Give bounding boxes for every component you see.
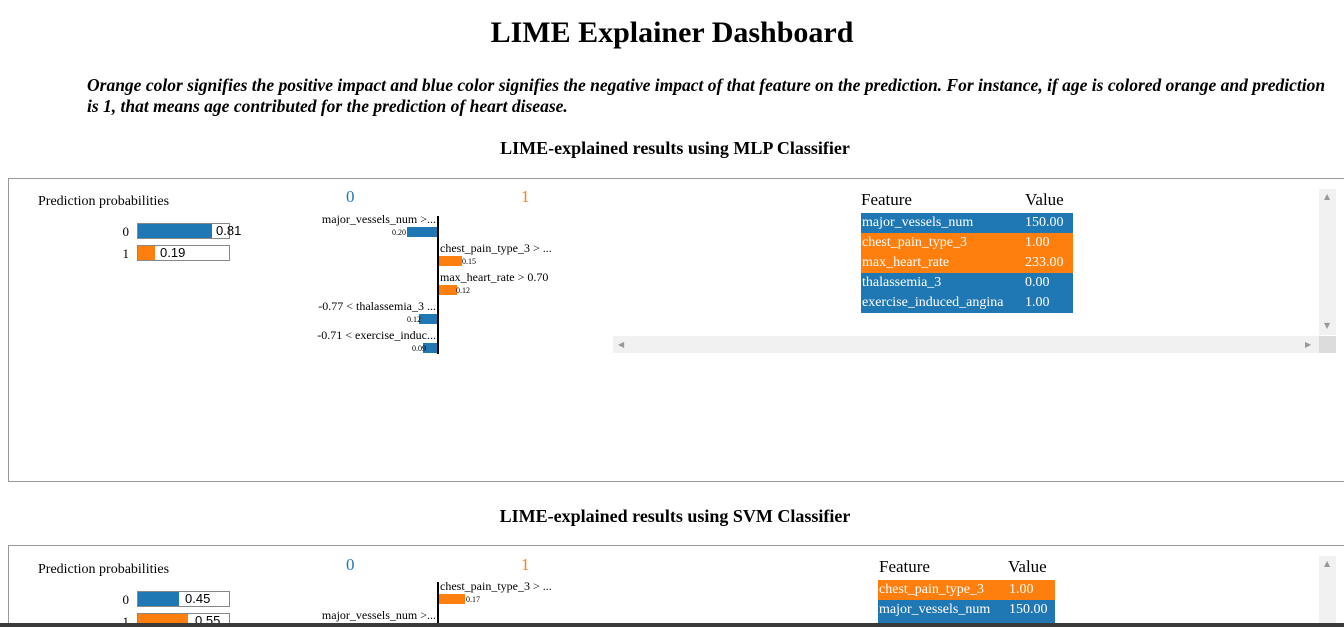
- table-value-cell: 1.00: [1025, 235, 1050, 250]
- feature-label: chest_pain_type_3 > ...: [440, 241, 552, 255]
- horizontal-scrollbar[interactable]: ◀ ▶: [613, 336, 1319, 353]
- table-feature-cell: major_vessels_num: [879, 602, 991, 617]
- prob-value-1: 0.19: [160, 245, 186, 260]
- feature-axis: [437, 216, 439, 354]
- table-feature-cell: chest_pain_type_3: [879, 582, 984, 597]
- prob-value-0: 0.45: [185, 591, 211, 606]
- feature-value: 0.17: [466, 595, 480, 604]
- table-row: max_heart_rate 233.00: [861, 253, 1073, 273]
- svm-section-title: LIME-explained results using SVM Classif…: [499, 506, 851, 526]
- mlp-explanation-panel[interactable]: Prediction probabilities 0 0.81 1 0.19 0…: [8, 178, 1344, 482]
- scroll-down-arrow-icon[interactable]: ▼: [1324, 321, 1331, 330]
- table-feature-cell: thalassemia_3: [862, 275, 942, 290]
- prob-label-1: 1: [122, 246, 130, 261]
- feature-header: Feature: [879, 557, 930, 576]
- mlp-section-title: LIME-explained results using MLP Classif…: [500, 138, 850, 158]
- feature-axis: [437, 582, 439, 627]
- value-header: Value: [1008, 557, 1047, 576]
- feature-bar: [419, 314, 437, 324]
- scroll-left-arrow-icon[interactable]: ◀: [618, 340, 625, 349]
- feature-label: major_vessels_num >...: [321, 608, 436, 622]
- scroll-right-arrow-icon[interactable]: ▶: [1305, 340, 1312, 349]
- scroll-up-arrow-icon[interactable]: ▲: [1324, 192, 1331, 201]
- table-value-cell: 1.00: [1009, 582, 1034, 597]
- class-1-label: 1: [521, 555, 530, 574]
- table-feature-cell: major_vessels_num: [862, 215, 974, 230]
- feature-bar: [439, 256, 462, 266]
- table-row: major_vessels_num 150.00: [861, 213, 1073, 233]
- feature-value-table: Feature Value major_vessels_num 150.00 ch…: [861, 189, 1073, 315]
- table-value-cell: 150.00: [1009, 602, 1048, 617]
- table-value-cell: 1.00: [1025, 295, 1050, 310]
- class-0-label: 0: [346, 555, 355, 574]
- feature-value: 0.09: [412, 344, 426, 353]
- feature-value: 0.15: [462, 257, 476, 266]
- page-description: Orange color signifies the positive impa…: [87, 75, 1326, 116]
- table-row: major_vessels_num 150.00: [878, 600, 1055, 620]
- table-value-cell: 150.00: [1025, 215, 1064, 230]
- feature-label: -0.71 < exercise_induc...: [317, 328, 436, 342]
- vertical-scrollbar[interactable]: ▲ ▼: [1319, 189, 1336, 335]
- prob-label-0: 0: [122, 592, 130, 607]
- feature-value: 0.12: [407, 315, 421, 324]
- page-title: LIME Explainer Dashboard: [490, 16, 854, 49]
- table-feature-cell: max_heart_rate: [862, 255, 950, 270]
- feature-label: -0.77 < thalassemia_3 ...: [318, 299, 436, 313]
- class-0-label: 0: [346, 187, 355, 206]
- feature-bar: [439, 594, 465, 604]
- feature-bar: [407, 227, 437, 237]
- prediction-probabilities-title: Prediction probabilities: [38, 562, 170, 577]
- feature-label: major_vessels_num >...: [321, 212, 436, 226]
- table-row: chest_pain_type_3 1.00: [878, 580, 1055, 600]
- feature-value: 0.12: [456, 286, 470, 295]
- table-value-cell: 233.00: [1025, 255, 1064, 270]
- prob-label-1: 1: [122, 614, 130, 627]
- table-row: exercise_induced_angina 1.00: [861, 293, 1073, 313]
- table-feature-cell: exercise_induced_angina: [862, 295, 1004, 310]
- feature-value-table: Feature Value chest_pain_type_3 1.00 majo…: [878, 556, 1055, 627]
- table-value-cell: 0.00: [1025, 275, 1050, 290]
- prediction-probabilities-title: Prediction probabilities: [38, 194, 170, 209]
- feature-bar: [423, 343, 437, 353]
- prob-bar-1: 0.19: [137, 245, 230, 261]
- value-header: Value: [1025, 190, 1064, 209]
- class-1-label: 1: [521, 187, 530, 206]
- table-feature-cell: chest_pain_type_3: [862, 235, 967, 250]
- prob-bar-0: 0.45: [137, 591, 230, 607]
- prob-label-0: 0: [122, 224, 130, 239]
- feature-label: chest_pain_type_3 > ...: [440, 579, 552, 593]
- scroll-up-arrow-icon[interactable]: ▲: [1324, 559, 1331, 568]
- vertical-scrollbar[interactable]: ▲: [1319, 556, 1336, 627]
- feature-label: max_heart_rate > 0.70: [440, 270, 549, 284]
- prob-bar-0: 0.81: [137, 223, 241, 239]
- feature-bar: [439, 285, 457, 295]
- feature-value: 0.20: [392, 228, 406, 237]
- table-row: chest_pain_type_3 1.00: [861, 233, 1073, 253]
- window-bottom-edge: [0, 623, 1344, 627]
- svm-explanation-panel[interactable]: Prediction probabilities 0 0.45 1 0.55 0…: [8, 545, 1344, 627]
- feature-header: Feature: [861, 190, 912, 209]
- prob-value-0: 0.81: [216, 223, 242, 238]
- scrollbar-corner: [1319, 336, 1336, 353]
- table-row: thalassemia_3 0.00: [861, 273, 1073, 293]
